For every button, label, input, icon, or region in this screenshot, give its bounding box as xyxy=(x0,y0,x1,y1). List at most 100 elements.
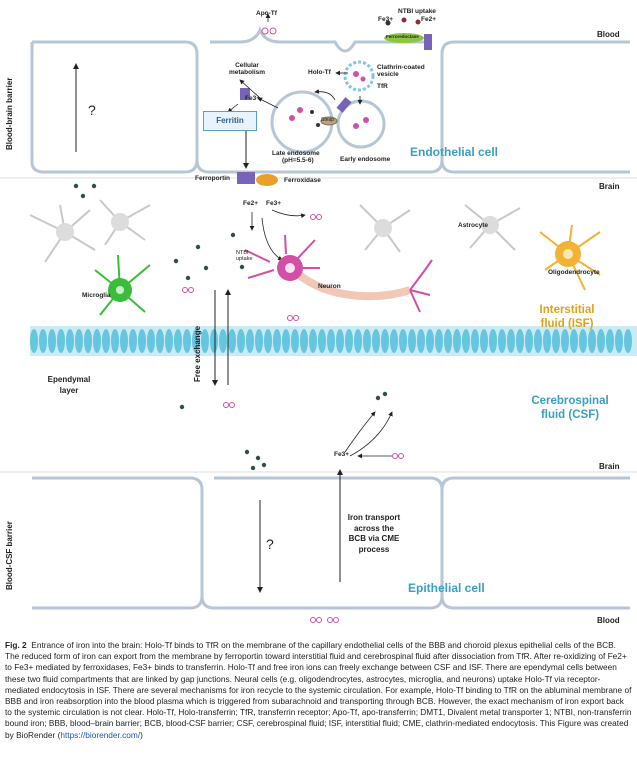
ependymal-cell xyxy=(480,329,488,353)
ependymal-cell xyxy=(291,329,299,353)
ependymal-cell xyxy=(498,329,506,353)
to-neuron-arrow xyxy=(261,217,283,261)
ependymal-cell xyxy=(543,329,551,353)
ependymal-cell xyxy=(282,329,290,353)
ferroportin-protein xyxy=(237,172,255,184)
scattered-transferrin xyxy=(182,287,404,623)
ependymal-cell xyxy=(471,329,479,353)
late-endosome-label: Late endosome xyxy=(272,150,320,157)
oligodendrocyte-label: Oligodendrocyte xyxy=(548,269,600,276)
fe2-top-label: Fe2+ xyxy=(421,16,436,23)
oligodendrocyte-cell xyxy=(539,224,601,291)
brain-top-label: Brain xyxy=(599,182,620,191)
iron-transport-label: Iron transport across the BCB via CME pr… xyxy=(347,513,401,554)
ependymal-cell xyxy=(534,329,542,353)
ependymal-cell xyxy=(525,329,533,353)
ependymal-cell xyxy=(309,329,317,353)
ependymal-cell xyxy=(597,329,605,353)
ependymal-cell xyxy=(444,329,452,353)
holo-tf-label: Holo-Tf xyxy=(308,69,331,76)
ependymal-cell xyxy=(354,329,362,353)
transferrin-icon xyxy=(310,214,322,220)
ependymal-cell xyxy=(615,329,623,353)
ependymal-cell xyxy=(588,329,596,353)
recycle-arrow xyxy=(314,89,336,101)
ependymal-cell xyxy=(147,329,155,353)
astrocyte-somas xyxy=(56,213,499,241)
ependymal-cell xyxy=(66,329,74,353)
ntbi-top-label: NTBI uptake xyxy=(398,8,436,15)
tfr-receptor xyxy=(336,97,352,113)
steap-protein xyxy=(320,116,338,126)
fe3-exit-label: Fe3+ xyxy=(266,200,281,207)
ferroportin-label: Ferroportin xyxy=(195,175,231,182)
tfr-label: TfR xyxy=(377,83,388,90)
ependymal-cell xyxy=(48,329,56,353)
csf-label: Cerebrospinal fluid (CSF) xyxy=(531,395,609,421)
scattered-iron-dots xyxy=(73,183,388,471)
ependymal-cell xyxy=(264,329,272,353)
neuron-cell xyxy=(244,234,433,313)
ependymal-cell xyxy=(138,329,146,353)
microglia-cell xyxy=(94,254,151,316)
cellular-metabolism-label: Cellular metabolism xyxy=(228,62,266,77)
ependymal-cell xyxy=(201,329,209,353)
figure-caption: Fig. 2 Entrance of iron into the brain: … xyxy=(5,640,632,741)
endothelial-cell-label: Endothelial cell xyxy=(410,145,499,159)
ferroreductase-enzyme xyxy=(384,33,424,43)
fe3-csf-label: Fe3+ xyxy=(334,451,349,458)
blood-bottom-label: Blood xyxy=(597,616,620,625)
astrocyte-label: Astrocyte xyxy=(458,222,488,229)
ependymal-cell xyxy=(273,329,281,353)
ependymal-cell xyxy=(435,329,443,353)
ependymal-cell xyxy=(300,329,308,353)
early-endosome-label: Early endosome xyxy=(340,156,391,163)
clathrin-vesicle-label: Clathrin-coated vesicle xyxy=(377,64,425,79)
apo-tf-icon xyxy=(261,27,277,35)
biorender-link[interactable]: https://biorender.com/ xyxy=(60,729,141,740)
bbb-top-membrane xyxy=(30,26,630,174)
ferroreductase-label: Ferroreductase xyxy=(386,34,419,39)
ependymal-cell xyxy=(345,329,353,353)
free-exchange-label: Free exchange xyxy=(193,325,202,382)
isf-label: Interstitial fluid (ISF) xyxy=(539,304,595,330)
ferroxidase-enzyme xyxy=(256,174,278,186)
ferroxidase-label: Ferroxidase xyxy=(284,177,321,184)
csf-fe-up-arrow xyxy=(344,411,376,453)
ependymal-cell xyxy=(57,329,65,353)
ependymal-cell xyxy=(462,329,470,353)
ependymal-cell xyxy=(84,329,92,353)
ependymal-layer xyxy=(30,326,637,356)
ependymal-cell xyxy=(624,329,632,353)
ependymal-cell xyxy=(606,329,614,353)
steap-label: Steap xyxy=(321,117,335,123)
ependymal-cell xyxy=(210,329,218,353)
ferroxidation-arrow xyxy=(271,209,306,219)
ependymal-cell xyxy=(156,329,164,353)
ependymal-cell xyxy=(111,329,119,353)
fe3-endosome-label: Fe3+ xyxy=(245,95,260,102)
late-endosome-ph-label: (pH=5.5-6) xyxy=(282,157,314,164)
ependymal-cell xyxy=(399,329,407,353)
ependymal-cell xyxy=(228,329,236,353)
fe3-top-label: Fe3+ xyxy=(378,16,393,23)
ependymal-cell xyxy=(561,329,569,353)
ependymal-cell xyxy=(417,329,425,353)
top-iron-dots xyxy=(385,17,421,26)
caption-label: Fig. 2 xyxy=(5,640,27,650)
apo-tf-label: Apo-Tf xyxy=(256,10,277,17)
bcb-membrane xyxy=(32,476,630,610)
ependymal-cell xyxy=(174,329,182,353)
ependymal-cell xyxy=(39,329,47,353)
ependymal-cell xyxy=(426,329,434,353)
ependymal-cell xyxy=(129,329,137,353)
fe2-exit-label: Fe2+ xyxy=(243,200,258,207)
bcb-question-mark: ? xyxy=(266,536,274,552)
ependymal-cell xyxy=(381,329,389,353)
ependymal-cell xyxy=(372,329,380,353)
ependymal-cell xyxy=(93,329,101,353)
ependymal-cell xyxy=(489,329,497,353)
brain-bottom-label: Brain xyxy=(599,462,620,471)
neuron-label: Neuron xyxy=(318,283,341,290)
ependymal-cell xyxy=(255,329,263,353)
